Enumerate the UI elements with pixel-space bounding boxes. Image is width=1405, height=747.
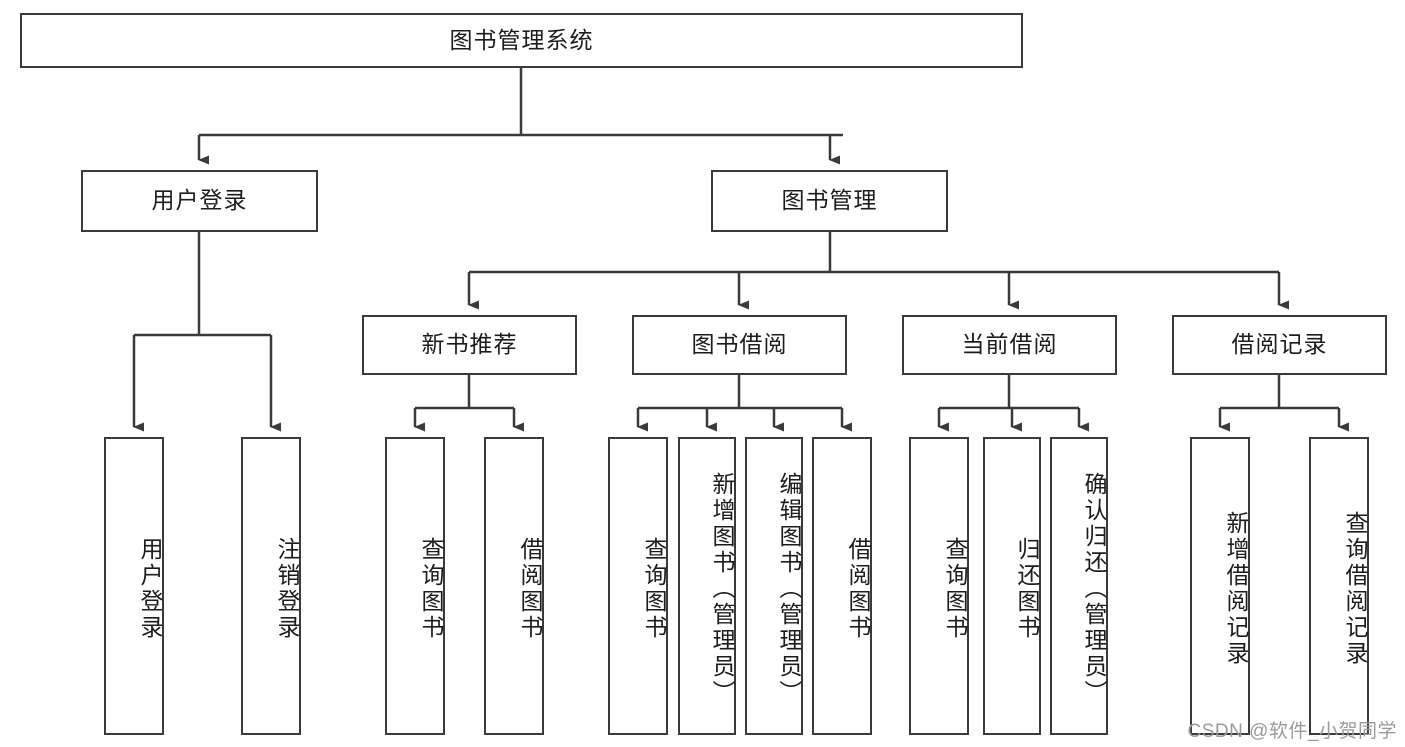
node-root[interactable]: 图书管理系统 (20, 13, 1023, 68)
leaf-node[interactable]: 查询图书 (608, 437, 668, 735)
leaf-node[interactable]: 归还图书 (983, 437, 1041, 735)
leaf-node[interactable]: 编辑图书（管理员） (745, 437, 803, 735)
node-current-borrow[interactable]: 当前借阅 (902, 315, 1117, 375)
leaf-node[interactable]: 用户登录 (104, 437, 164, 735)
leaf-node-label: 借阅图书 (845, 537, 871, 641)
node-book-borrow-label: 图书借阅 (691, 331, 788, 358)
leaf-node[interactable]: 注销登录 (241, 437, 301, 735)
node-current-borrow-label: 当前借阅 (961, 331, 1058, 358)
leaf-node-label: 查询图书 (942, 537, 968, 641)
leaf-node-label: 注销登录 (274, 537, 300, 641)
leaf-node-label: 新增借阅记录 (1223, 511, 1249, 667)
node-new-book-recommend-label: 新书推荐 (421, 331, 518, 358)
leaf-node[interactable]: 查询图书 (909, 437, 969, 735)
leaf-node[interactable]: 新增图书（管理员） (678, 437, 736, 735)
leaf-node-label: 查询图书 (418, 537, 444, 641)
node-user-login-label: 用户登录 (151, 187, 248, 214)
leaf-node-label: 编辑图书（管理员） (776, 472, 802, 706)
leaf-node[interactable]: 新增借阅记录 (1190, 437, 1250, 735)
node-borrow-record[interactable]: 借阅记录 (1172, 315, 1387, 375)
leaf-node[interactable]: 确认归还（管理员） (1050, 437, 1108, 735)
leaf-node-label: 借阅图书 (517, 537, 543, 641)
node-user-login[interactable]: 用户登录 (81, 170, 318, 232)
leaf-node[interactable]: 借阅图书 (812, 437, 872, 735)
leaf-node[interactable]: 借阅图书 (484, 437, 544, 735)
node-book-borrow[interactable]: 图书借阅 (632, 315, 847, 375)
node-book-management[interactable]: 图书管理 (711, 170, 948, 232)
leaf-node-label: 查询图书 (641, 537, 667, 641)
leaf-node[interactable]: 查询借阅记录 (1309, 437, 1369, 735)
csdn-watermark: CSDN @软件_小贺同学 (1187, 721, 1397, 742)
leaf-node[interactable]: 查询图书 (385, 437, 445, 735)
leaf-node-label: 确认归还（管理员） (1081, 472, 1107, 706)
node-root-label: 图书管理系统 (449, 26, 594, 53)
node-borrow-record-label: 借阅记录 (1231, 331, 1328, 358)
leaf-node-label: 新增图书（管理员） (709, 472, 735, 706)
node-new-book-recommend[interactable]: 新书推荐 (362, 315, 577, 375)
leaf-node-label: 归还图书 (1014, 537, 1040, 641)
leaf-node-label: 查询借阅记录 (1342, 511, 1368, 667)
node-book-management-label: 图书管理 (781, 187, 878, 214)
leaf-node-label: 用户登录 (137, 537, 163, 641)
